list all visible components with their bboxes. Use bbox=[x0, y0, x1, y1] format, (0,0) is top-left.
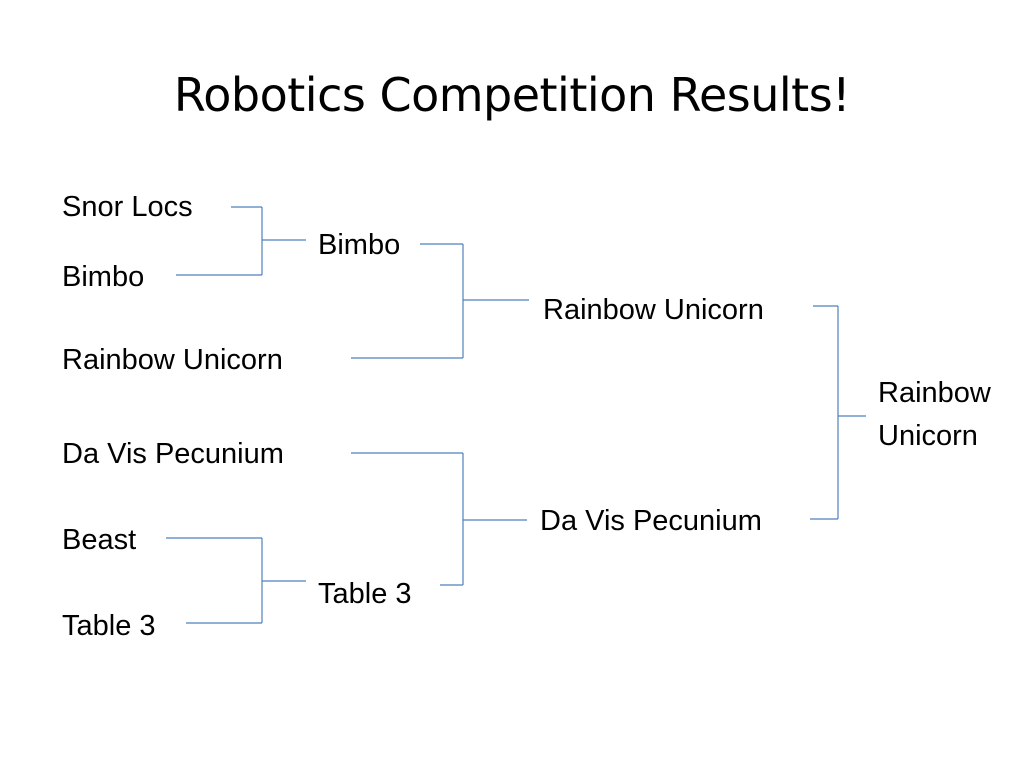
semifinal-winner-da-vis-pecunium: Da Vis Pecunium bbox=[540, 505, 762, 537]
team-da-vis-pecunium: Da Vis Pecunium bbox=[62, 438, 284, 470]
team-bimbo: Bimbo bbox=[62, 261, 145, 293]
slide-title: Robotics Competition Results! bbox=[173, 68, 851, 122]
semifinal-winner-rainbow-unicorn: Rainbow Unicorn bbox=[543, 294, 764, 326]
champion-line-1: Rainbow bbox=[878, 377, 991, 409]
team-table-3: Table 3 bbox=[62, 610, 156, 642]
champion: Rainbow Unicorn bbox=[878, 372, 991, 458]
team-rainbow-unicorn: Rainbow Unicorn bbox=[62, 344, 283, 376]
champion-line-2: Unicorn bbox=[878, 420, 978, 452]
round2-winner-table-3: Table 3 bbox=[318, 578, 412, 610]
team-beast: Beast bbox=[62, 524, 137, 556]
team-snor-locs: Snor Locs bbox=[62, 191, 193, 223]
round2-winner-bimbo: Bimbo bbox=[318, 229, 401, 261]
